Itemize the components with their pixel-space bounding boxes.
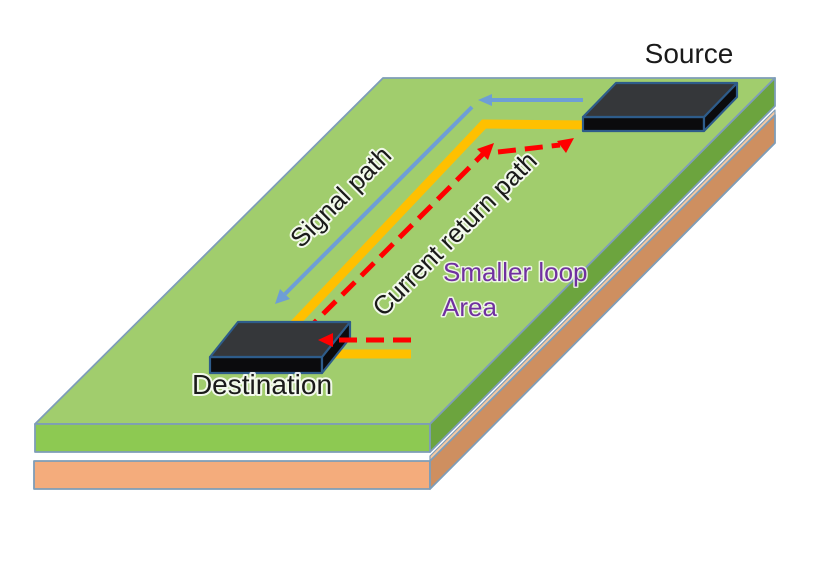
loop-area-label-line2: Area xyxy=(442,292,497,322)
pcb-side-face xyxy=(429,77,776,453)
ground-layer-side-face xyxy=(429,114,776,490)
destination-label: Destination xyxy=(192,369,332,400)
loop-area-label-line1: Smaller loop xyxy=(443,257,588,287)
source-chip-top-face xyxy=(581,81,739,119)
signal-path-arrow-diagonal xyxy=(283,105,474,296)
source-label: Source xyxy=(645,38,734,69)
return-path-arrowhead-top xyxy=(557,138,574,153)
ground-layer-front-face xyxy=(33,460,431,490)
return-path-diagonal xyxy=(302,151,486,335)
signal-trace xyxy=(278,119,591,341)
signal-path-arrowhead-down xyxy=(275,289,290,304)
return-path-top-segment xyxy=(497,142,561,155)
return-path-arrowhead-diagonal xyxy=(477,143,494,160)
signal-path-arrowhead-left xyxy=(478,94,492,106)
return-path-arrowhead-destination xyxy=(318,333,333,347)
source-chip-front-face xyxy=(581,115,706,133)
destination-chip-top-face xyxy=(208,320,352,359)
pcb-front-face xyxy=(34,423,431,453)
source-chip xyxy=(581,81,739,133)
destination-chip xyxy=(208,320,352,375)
